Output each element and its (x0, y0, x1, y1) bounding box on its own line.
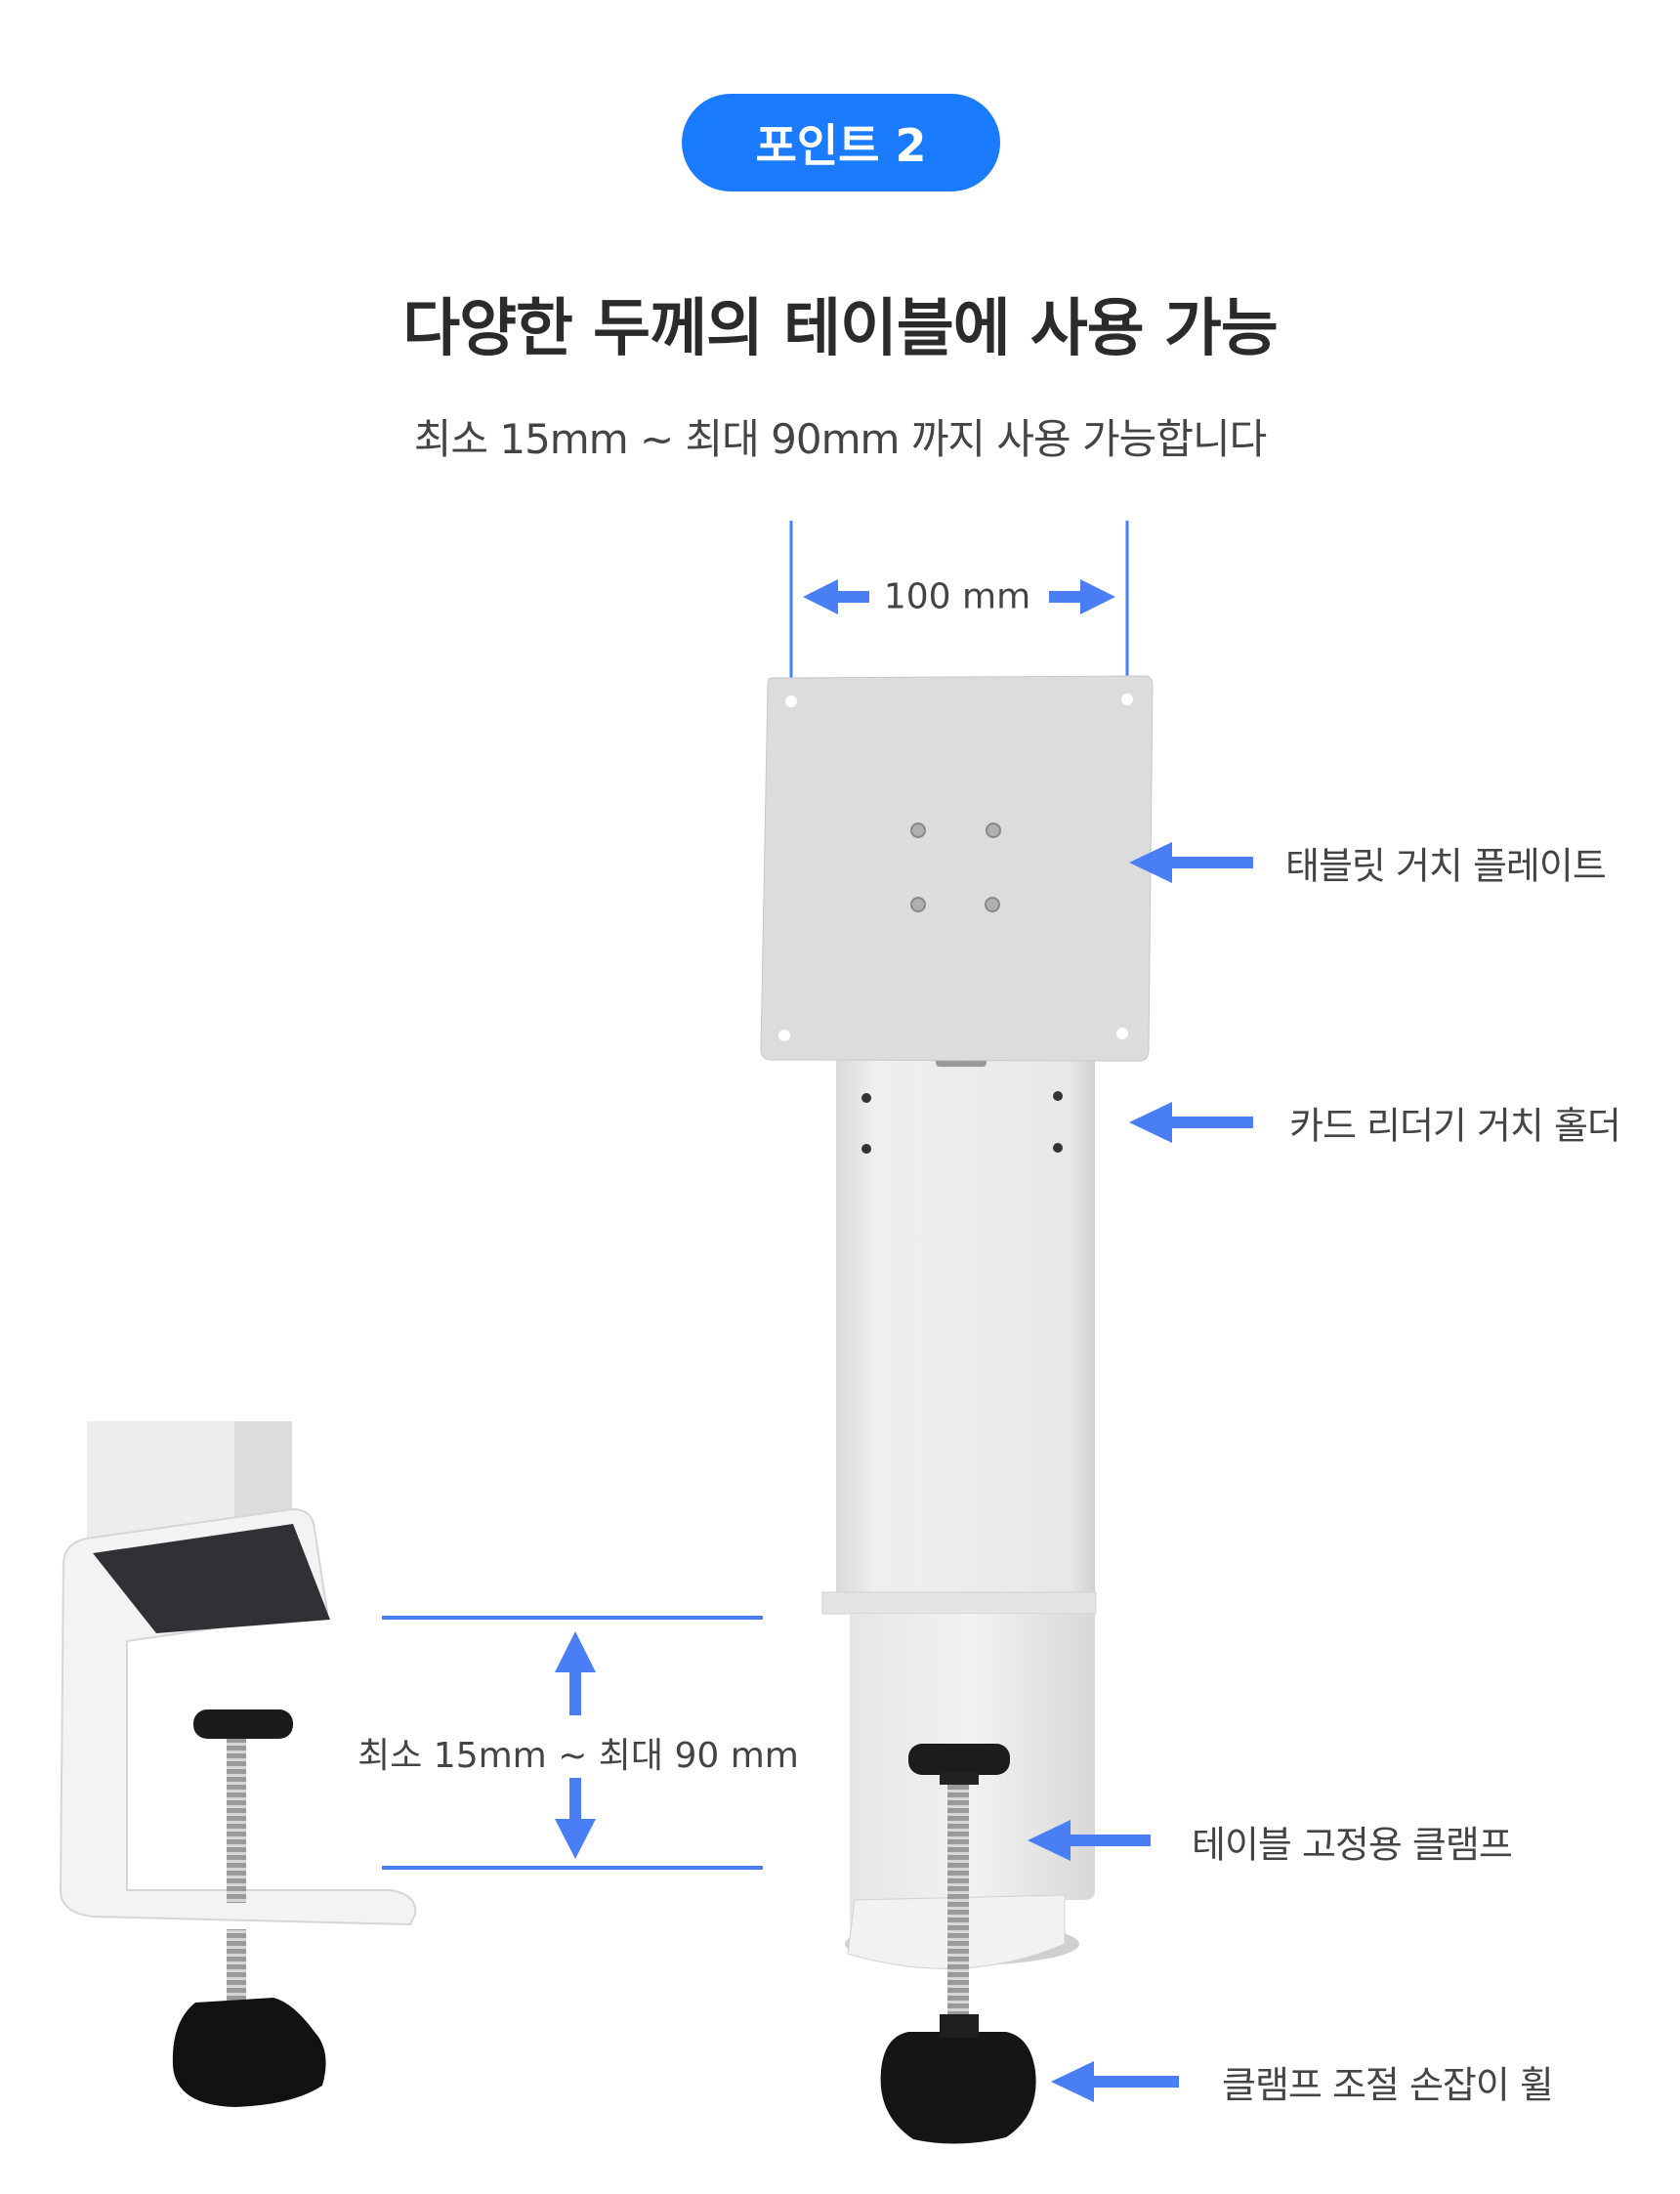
callout-clamp-wheel: 클램프 조절 손잡이 휠 (1222, 2063, 1554, 2107)
arrow-up-icon (555, 1631, 596, 1715)
page-subtitle: 최소 15mm ~ 최대 90mm 까지 사용 가능합니다 (413, 415, 1268, 463)
thickness-range-label: 최소 15mm ~ 최대 90 mm (352, 1727, 805, 1778)
tablet-stand-image (760, 675, 1154, 2144)
callout-arrow-icon (1129, 1102, 1253, 1143)
page-title: 다양한 두께의 테이블에 사용 가능 (402, 293, 1278, 365)
point-badge: 포인트 2 (682, 94, 1000, 191)
callout-arrow-icon (1129, 842, 1253, 883)
plate-width-label: 100 mm (883, 576, 1031, 617)
arrow-right-icon (1049, 579, 1115, 614)
arrow-left-icon (803, 579, 869, 614)
width-dimension-marker (789, 521, 1129, 689)
callout-table-clamp: 테이블 고정용 클램프 (1192, 1823, 1513, 1867)
callout-tablet-plate: 태블릿 거치 플레이트 (1285, 844, 1607, 888)
callout-card-reader-holder: 카드 리더기 거치 홀더 (1289, 1104, 1621, 1148)
thickness-dimension-marker (382, 1616, 763, 1870)
callout-arrow-icon (1028, 1820, 1151, 1861)
clamp-closeup-image (59, 1421, 417, 2107)
arrow-down-icon (555, 1776, 596, 1859)
callout-arrow-icon (1051, 2061, 1179, 2102)
